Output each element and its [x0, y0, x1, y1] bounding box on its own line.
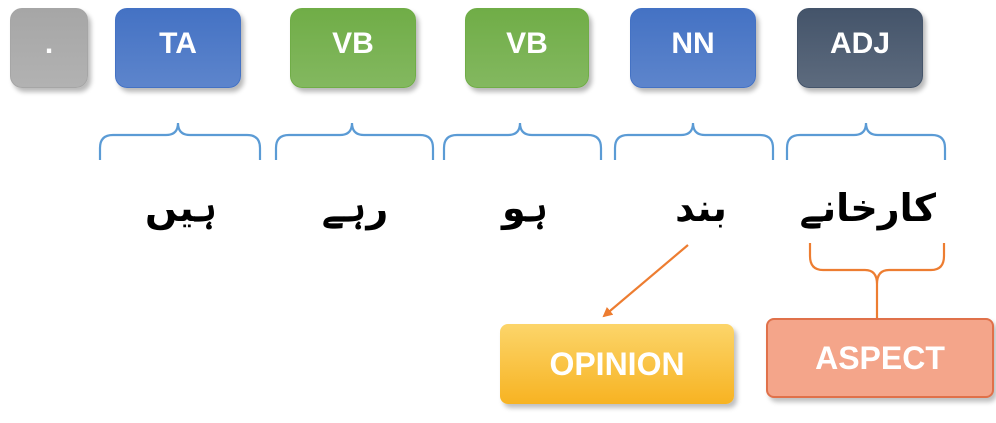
word-5: کارخانے	[799, 186, 936, 230]
aspect-bracket	[808, 243, 946, 318]
bracket-word-2	[274, 122, 435, 160]
pos-tag-adj: ADJ	[797, 8, 923, 88]
pos-tag-vb-2: VB	[465, 8, 589, 88]
opinion-label: OPINION	[500, 324, 734, 404]
word-3: ہو	[501, 186, 549, 230]
pos-tag-vb-1: VB	[290, 8, 416, 88]
pos-tag-nn: NN	[630, 8, 756, 88]
opinion-arrow	[602, 244, 689, 318]
word-1: ہیں	[145, 186, 217, 230]
pos-tag-punctuation: .	[10, 8, 88, 88]
bracket-word-4	[613, 122, 775, 160]
aspect-label: ASPECT	[766, 318, 994, 398]
word-4: بند	[675, 186, 727, 230]
bracket-word-5	[785, 122, 947, 160]
pos-tag-ta: TA	[115, 8, 241, 88]
word-2: رہے	[321, 186, 389, 230]
bracket-word-3	[442, 122, 603, 160]
bracket-word-1	[98, 122, 262, 160]
